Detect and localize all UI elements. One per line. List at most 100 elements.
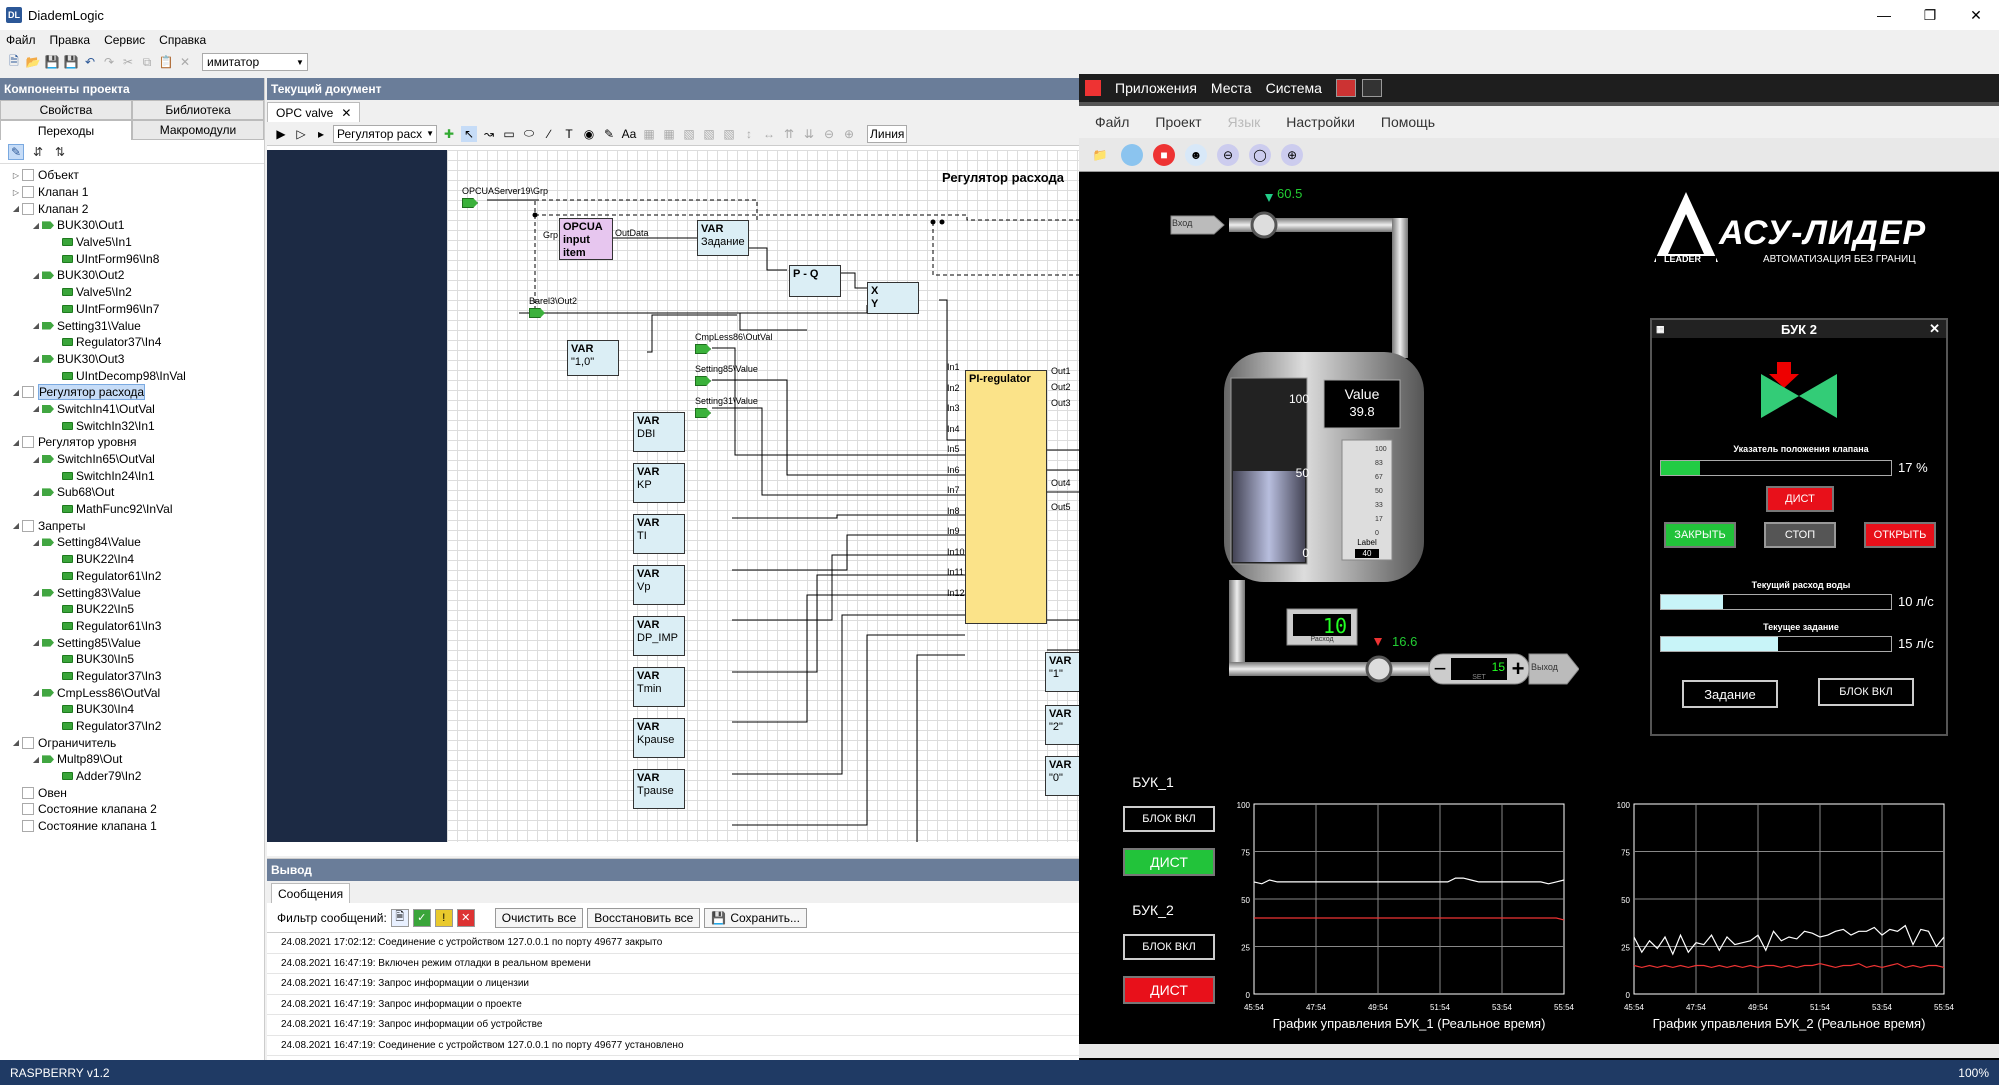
flip-icon[interactable]: ↕ xyxy=(746,126,752,141)
ungroup-icon[interactable]: ▧ xyxy=(703,126,715,141)
undo-icon[interactable]: ↶ xyxy=(84,55,96,69)
distribute-icon[interactable]: ↔ xyxy=(763,126,775,141)
terminal-icon[interactable] xyxy=(1335,79,1356,97)
tree-expand-icon[interactable]: ◢ xyxy=(32,220,40,230)
simulator-select[interactable]: имитатор▼ xyxy=(202,53,308,71)
tab-library[interactable]: Библиотека xyxy=(132,100,264,120)
var-right-3[interactable]: VAR"0" xyxy=(1045,756,1085,796)
tree-expand-icon[interactable]: ◢ xyxy=(12,437,20,447)
folder-icon[interactable]: 📁 xyxy=(1092,147,1108,162)
expand-all-icon[interactable]: ⇵ xyxy=(32,144,44,159)
tree-item[interactable]: ◢BUK30\Out1 xyxy=(0,217,264,234)
pen-color-icon[interactable]: ✎ xyxy=(603,126,615,141)
add-block-icon[interactable]: ✚ xyxy=(443,126,455,141)
tree-expand-icon[interactable]: ◢ xyxy=(32,454,40,464)
increment-button[interactable]: + xyxy=(1511,656,1525,681)
dist-indicator[interactable]: ДИСТ xyxy=(1766,486,1834,512)
collapse-all-icon[interactable]: ⇅ xyxy=(54,144,66,159)
close-valve-button[interactable]: ЗАКРЫТЬ xyxy=(1664,522,1736,548)
zoom-in-icon[interactable]: ⊕ xyxy=(843,126,855,141)
zoom-out-icon[interactable]: ⊖ xyxy=(823,126,835,141)
decrement-button[interactable]: − xyxy=(1433,656,1447,681)
tree-item[interactable]: Regulator37\In4 xyxy=(0,334,264,351)
paste-icon[interactable]: 📋 xyxy=(158,55,174,69)
var-right-1[interactable]: VAR"1" xyxy=(1045,652,1085,692)
tree-item[interactable]: Regulator37\In2 xyxy=(0,718,264,735)
log-row[interactable]: 24.08.2021 16:47:19: Запрос информации о… xyxy=(267,995,1079,1015)
tree-expand-icon[interactable]: ◢ xyxy=(12,738,20,748)
gnome-applications[interactable]: Приложения xyxy=(1115,80,1197,96)
tree-expand-icon[interactable]: ◢ xyxy=(32,588,40,598)
menu-edit[interactable]: Правка xyxy=(49,33,91,47)
close-button[interactable]: ✕ xyxy=(1970,6,1982,23)
line-icon[interactable]: ∕ xyxy=(547,126,550,141)
buk1-lock-button[interactable]: БЛОК ВКЛ xyxy=(1123,806,1215,832)
tree-item[interactable]: UIntForm96\In8 xyxy=(0,250,264,267)
stop-icon[interactable]: ■ xyxy=(1153,143,1175,166)
tab-opc-valve[interactable]: OPC valve✕ xyxy=(267,102,361,122)
restore-button[interactable]: ❐ xyxy=(1923,6,1937,23)
task-button[interactable]: Задание xyxy=(1682,680,1778,708)
tree-item[interactable]: Regulator61\In2 xyxy=(0,568,264,585)
tree-item[interactable]: Regulator61\In3 xyxy=(0,618,264,635)
tree-item[interactable]: ▷Объект xyxy=(0,167,264,184)
tree-item[interactable]: ◢Setting31\Value xyxy=(0,317,264,334)
rectangle-icon[interactable]: ▭ xyxy=(503,126,515,141)
redo-icon[interactable]: ↷ xyxy=(103,55,115,69)
zoom-fit-icon[interactable]: ◯ xyxy=(1249,143,1271,166)
diagram-grid[interactable]: Регулятор расхода OPCUAServer19\Grp Bare… xyxy=(447,150,1085,842)
menu-service[interactable]: Сервис xyxy=(104,33,146,47)
tree-item[interactable]: ◢SwitchIn41\OutVal xyxy=(0,401,264,418)
input-port-set31[interactable] xyxy=(695,408,711,418)
line-style-select[interactable]: Линия xyxy=(867,124,908,143)
scada-menu-project[interactable]: Проект xyxy=(1155,114,1202,130)
tree-expand-icon[interactable]: ◢ xyxy=(12,521,20,531)
pq-block[interactable]: P - Q xyxy=(789,265,841,297)
tree-expand-icon[interactable]: ▷ xyxy=(12,187,20,197)
tree-item[interactable]: ▷Клапан 1 xyxy=(0,184,264,201)
diagram-canvas[interactable]: Регулятор расхода OPCUAServer19\Grp Bare… xyxy=(267,150,1085,842)
tree-item[interactable]: ◢Регулятор уровня xyxy=(0,434,264,451)
log-row[interactable]: 24.08.2021 17:02:12: Соединение с устрой… xyxy=(267,933,1079,954)
tree-expand-icon[interactable]: ◢ xyxy=(32,270,40,280)
cut-icon[interactable]: ✂ xyxy=(122,55,134,69)
tree-expand-icon[interactable]: ◢ xyxy=(32,404,40,414)
tree-expand-icon[interactable]: ◢ xyxy=(32,688,40,698)
gnome-places[interactable]: Места xyxy=(1210,80,1252,96)
tree-item[interactable]: Adder79\In2 xyxy=(0,768,264,785)
tree-item[interactable]: ◢SwitchIn65\OutVal xyxy=(0,451,264,468)
tree-item[interactable]: ◢BUK30\Out3 xyxy=(0,351,264,368)
buk2-lock-button[interactable]: БЛОК ВКЛ xyxy=(1818,678,1914,706)
scada-horizontal-scrollbar[interactable] xyxy=(1079,1044,1999,1058)
connect-icon[interactable]: ↝ xyxy=(483,126,495,141)
var-const-block[interactable]: VAR"1,0" xyxy=(567,340,619,376)
faceplate-menu-icon[interactable]: ▦ xyxy=(1656,323,1665,334)
tree-item[interactable]: UIntForm96\In7 xyxy=(0,301,264,318)
close-icon[interactable]: ✕ xyxy=(1929,321,1940,336)
menu-help[interactable]: Справка xyxy=(159,33,207,47)
monitor-icon[interactable] xyxy=(1361,79,1382,97)
pointer-icon[interactable]: ↖ xyxy=(461,125,477,142)
text-icon[interactable]: T xyxy=(565,126,573,141)
tree-expand-icon[interactable]: ◢ xyxy=(12,204,20,214)
scada-menu-settings[interactable]: Настройки xyxy=(1286,114,1355,130)
tab-transitions[interactable]: Переходы xyxy=(0,120,132,140)
tree-item[interactable]: BUK22\In5 xyxy=(0,601,264,618)
tree-item[interactable]: SwitchIn32\In1 xyxy=(0,417,264,434)
tree-item[interactable]: ◢Multp89\Out xyxy=(0,751,264,768)
tree-item[interactable]: Valve5\In2 xyxy=(0,284,264,301)
tree-expand-icon[interactable]: ◢ xyxy=(32,354,40,364)
tab-macromodules[interactable]: Макромодули xyxy=(132,120,264,140)
tree-expand-icon[interactable]: ◢ xyxy=(12,387,20,397)
buk2-lock-small-button[interactable]: БЛОК ВКЛ xyxy=(1123,934,1215,960)
run-debug-icon[interactable]: ▸ xyxy=(317,126,325,141)
pi-regulator-block[interactable]: PI-regulator xyxy=(965,370,1047,624)
input-port-barel[interactable] xyxy=(529,308,545,318)
